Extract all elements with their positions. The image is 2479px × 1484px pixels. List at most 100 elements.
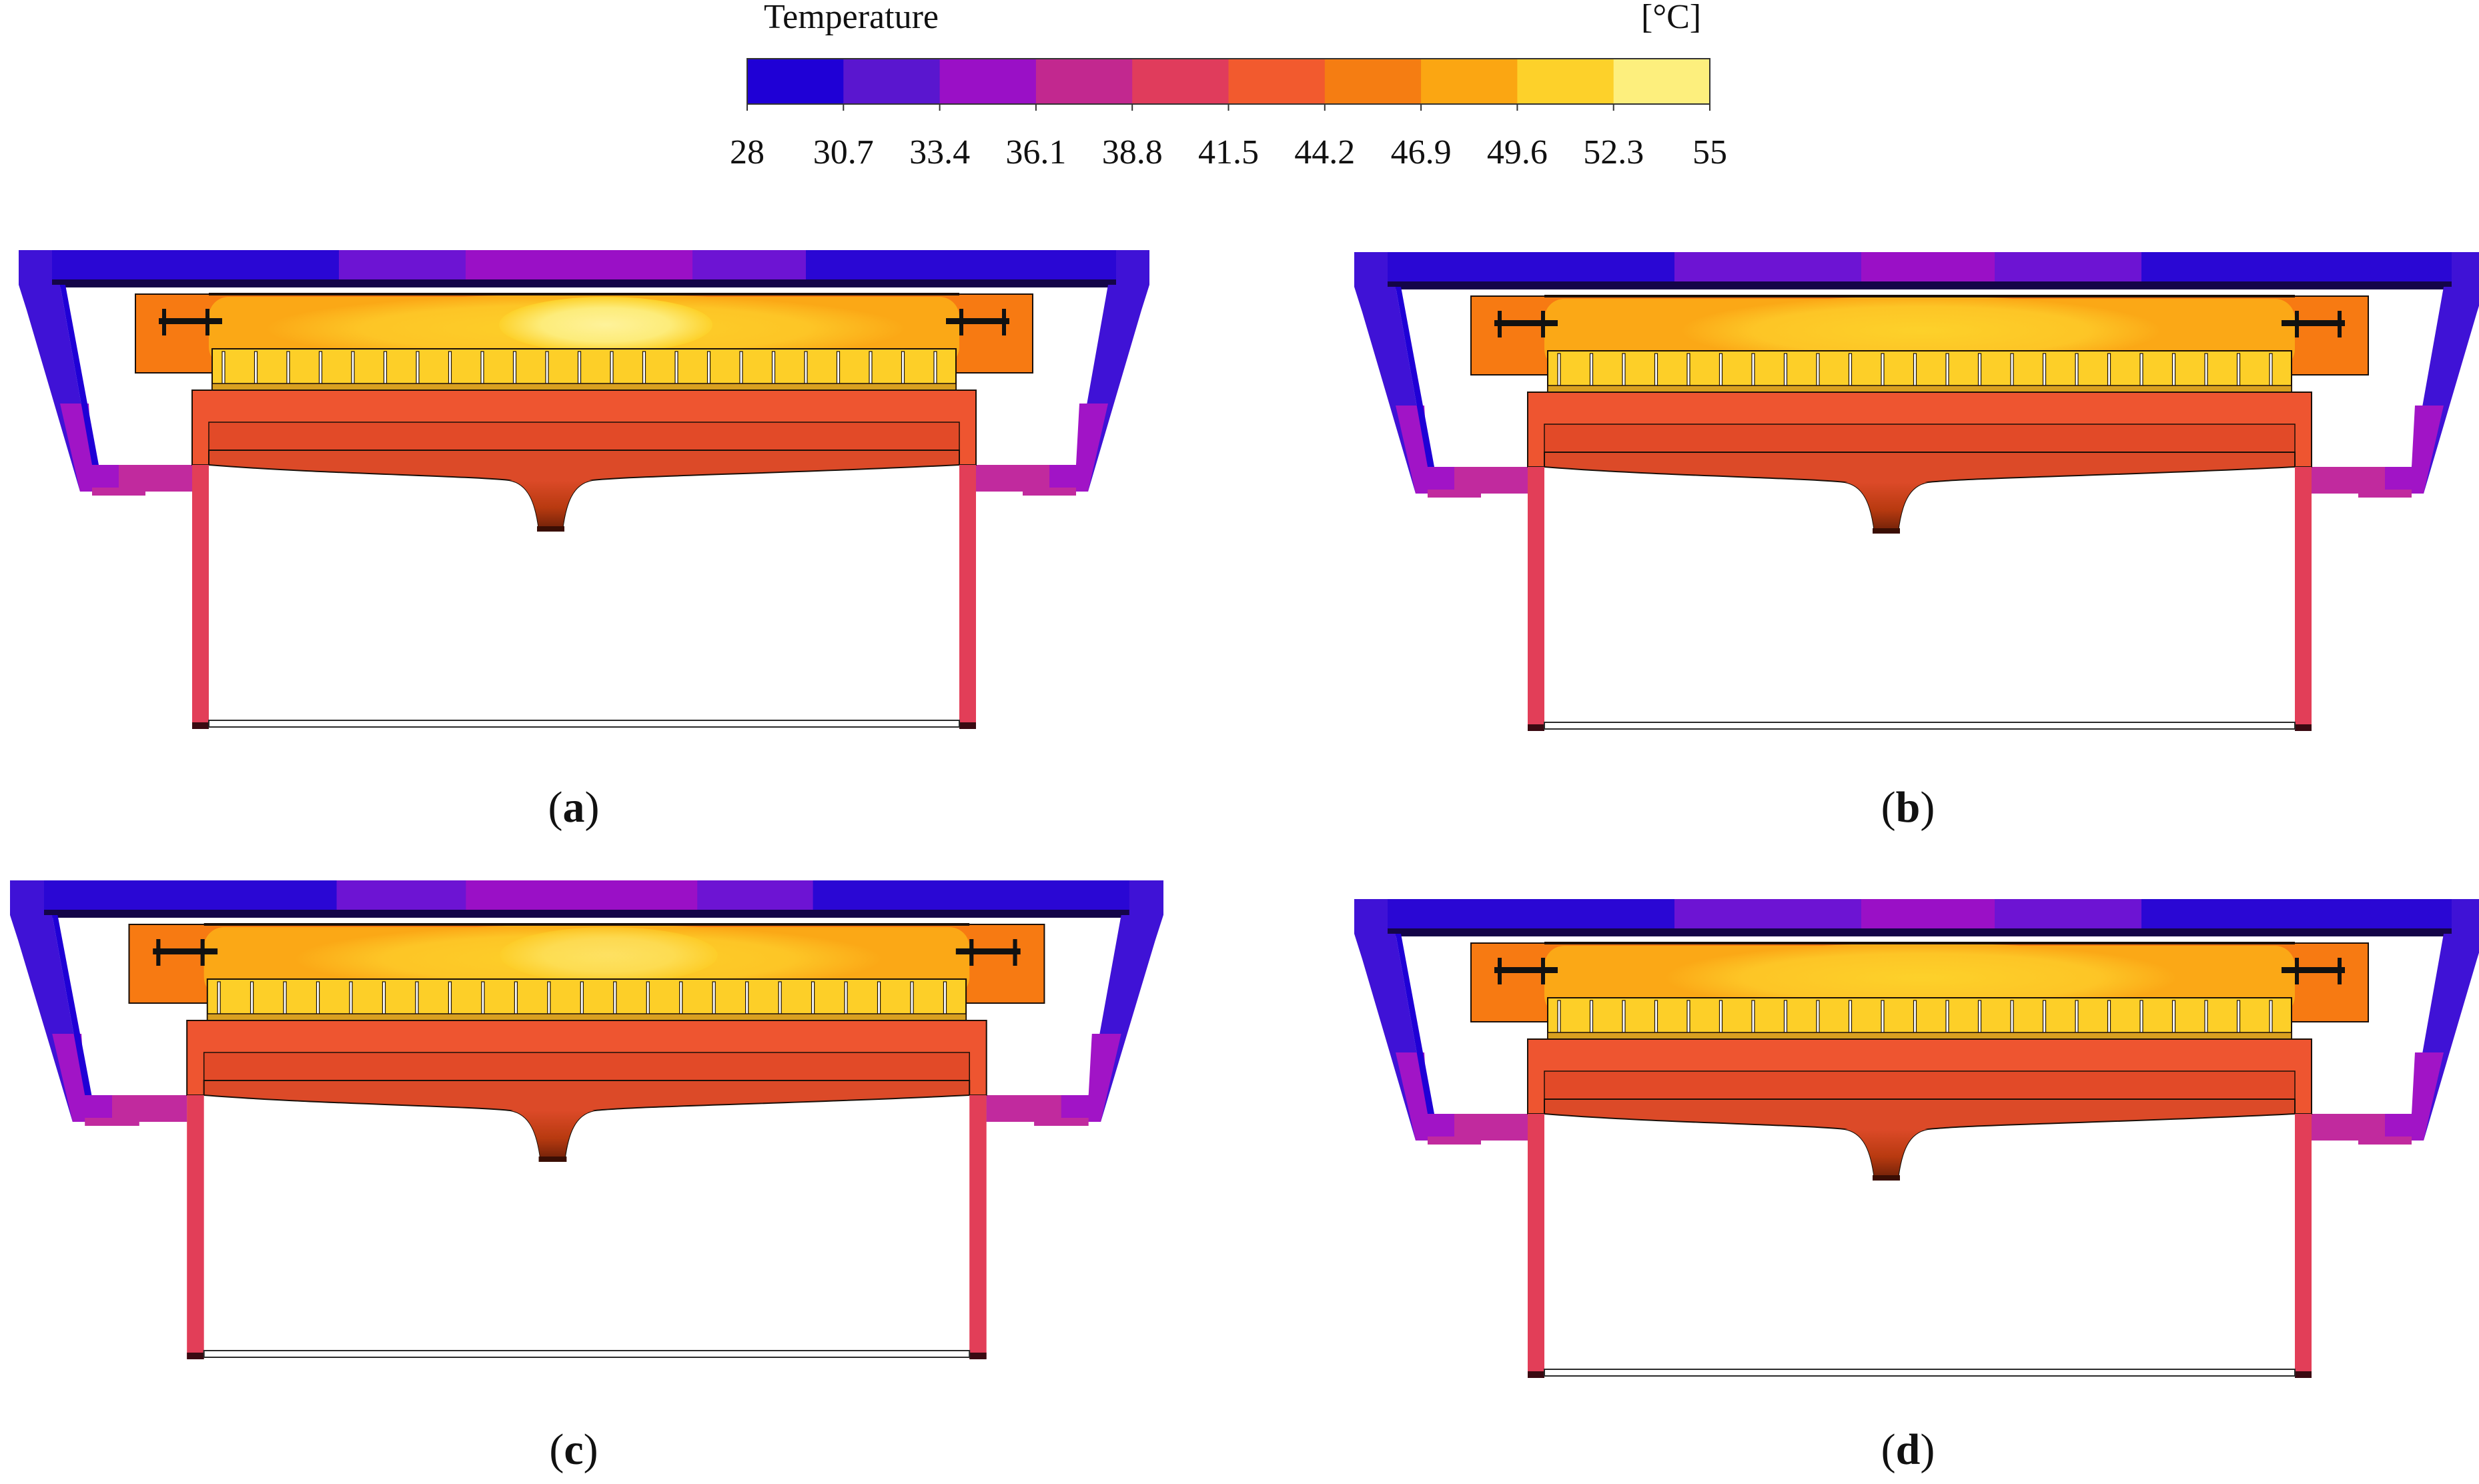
hopper-body — [1544, 452, 2296, 533]
hopper-body — [1544, 1098, 2296, 1180]
left-frame — [10, 880, 187, 1122]
fin-row-base — [1547, 1032, 2292, 1040]
hopper-stem — [1845, 482, 1928, 532]
right-frame-lower — [2385, 1052, 2444, 1141]
right-frame-foot — [2312, 1114, 2385, 1141]
legend-band — [843, 59, 941, 104]
left-leg-foot — [187, 1353, 204, 1359]
left-support-leg — [1528, 467, 1544, 730]
right-frame-foot-tab — [2358, 490, 2412, 498]
top-plate-underside — [44, 910, 1129, 918]
legend-tick-label: 30.7 — [813, 133, 874, 171]
right-frame-foot-tab — [2358, 1137, 2412, 1145]
hopper-stem — [510, 1110, 596, 1161]
legend-tick-label: 49.6 — [1487, 133, 1548, 171]
left-frame-foot-tab — [1428, 490, 1481, 498]
heater-block-peak — [500, 927, 718, 983]
right-bolt — [946, 309, 1009, 335]
legend-unit: [°C] — [1641, 0, 1701, 36]
mounting-plate-inner — [208, 422, 960, 451]
top-plate-hot-zone — [466, 880, 698, 915]
legend-tick-label: 55 — [1692, 133, 1727, 171]
panel-label-a: (a) — [548, 783, 600, 832]
top-plate-underside — [1388, 281, 2452, 289]
legend-tick-label: 33.4 — [909, 133, 970, 171]
left-frame-foot-tab — [92, 488, 145, 496]
svg-text:(c): (c) — [549, 1425, 598, 1474]
mounting-plate-inner — [203, 1052, 970, 1081]
legend-band — [1517, 59, 1614, 104]
legend-band — [1421, 59, 1518, 104]
legend-band — [1228, 59, 1326, 104]
bottom-rail — [1544, 722, 2296, 730]
legend-tick-label: 44.2 — [1294, 133, 1355, 171]
legend-tick-label: 28 — [730, 133, 765, 171]
right-leg-foot — [2295, 1371, 2312, 1378]
left-leg-foot — [1528, 1371, 1544, 1378]
right-frame-lower — [1049, 404, 1108, 492]
right-leg-foot — [969, 1353, 987, 1359]
top-plate-underside — [1388, 928, 2452, 936]
left-frame-inner-edge — [44, 915, 92, 1095]
bottom-rail — [1544, 1369, 2296, 1377]
legend-title: Temperature — [764, 0, 939, 36]
left-support-leg — [1528, 1114, 1544, 1377]
left-bolt — [1494, 311, 1558, 337]
left-bolt — [153, 939, 218, 966]
hopper-outlet — [538, 1157, 567, 1162]
left-frame-foot — [1454, 467, 1528, 494]
hopper-outlet — [537, 526, 564, 532]
right-frame-foot-tab — [1034, 1118, 1089, 1126]
legend-tick-label: 46.9 — [1391, 133, 1452, 171]
panel-d — [1354, 899, 2479, 1378]
top-plate-hot-zone — [1861, 252, 1995, 287]
panel-label-b: (b) — [1881, 783, 1935, 832]
hopper-body — [208, 450, 960, 531]
top-plate-hot-zone — [466, 250, 692, 285]
legend-band — [1324, 59, 1422, 104]
right-support-leg — [2295, 467, 2312, 730]
legend-band — [747, 59, 844, 104]
panel-a — [19, 250, 1149, 729]
right-leg-foot — [959, 722, 976, 729]
right-frame-foot — [976, 465, 1049, 492]
top-plate-underside — [52, 279, 1116, 287]
right-frame-foot — [986, 1095, 1061, 1122]
left-frame — [1354, 252, 1528, 494]
legend-tick-label: 36.1 — [1005, 133, 1066, 171]
contour-panels — [10, 250, 2479, 1378]
right-frame-foot-tab — [1023, 488, 1076, 496]
left-frame-foot — [119, 465, 192, 492]
left-frame — [1354, 899, 1528, 1141]
hopper-stem — [509, 480, 592, 530]
mounting-plate-inner — [1544, 1070, 2296, 1100]
right-bolt — [955, 939, 1021, 966]
left-support-leg — [192, 465, 209, 728]
right-support-leg — [959, 465, 976, 728]
legend-band — [1035, 59, 1133, 104]
panel-label-d: (d) — [1881, 1425, 1935, 1474]
heater-block-hot-core — [1681, 296, 2161, 365]
right-bolt — [2282, 311, 2345, 337]
left-bolt — [1494, 958, 1558, 984]
right-frame-lower — [1061, 1034, 1121, 1122]
right-frame-foot — [2312, 467, 2385, 494]
left-frame-inner-edge — [1388, 287, 1434, 467]
left-frame-foot — [112, 1095, 187, 1122]
fin-row-base — [207, 1013, 967, 1021]
right-support-leg — [2295, 1114, 2312, 1377]
left-frame-foot-tab — [1428, 1137, 1481, 1145]
panel-b — [1354, 252, 2479, 731]
legend-band — [1132, 59, 1229, 104]
left-leg-foot — [1528, 724, 1544, 731]
bottom-rail — [208, 720, 960, 728]
legend-color-bar — [747, 58, 1710, 105]
left-support-leg — [187, 1095, 204, 1359]
legend-tick-label: 38.8 — [1102, 133, 1163, 171]
svg-text:(d): (d) — [1881, 1425, 1935, 1474]
legend-tick-label: 52.3 — [1583, 133, 1644, 171]
hopper-outlet — [1873, 528, 1900, 534]
left-frame-inner-edge — [52, 285, 99, 465]
